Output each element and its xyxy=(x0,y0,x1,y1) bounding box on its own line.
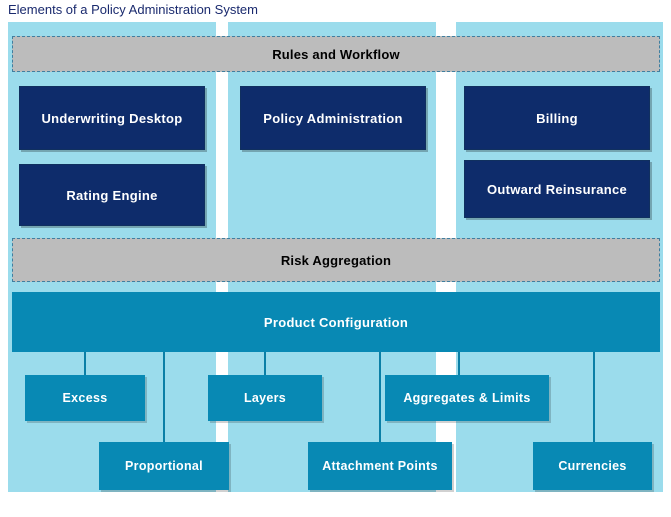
box-proportional[interactable]: Proportional xyxy=(99,442,229,490)
band-rules-and-workflow[interactable]: Rules and Workflow xyxy=(12,36,660,72)
connector-product-configuration-to-excess xyxy=(84,352,86,376)
box-aggregates-limits[interactable]: Aggregates & Limits xyxy=(385,375,549,421)
box-underwriting-desktop[interactable]: Underwriting Desktop xyxy=(19,86,205,150)
box-currencies[interactable]: Currencies xyxy=(533,442,652,490)
connector-product-configuration-to-aggregates-limits xyxy=(458,352,460,376)
connector-product-configuration-to-attachment-points xyxy=(379,352,381,443)
box-rating-engine[interactable]: Rating Engine xyxy=(19,164,205,226)
connector-product-configuration-to-layers xyxy=(264,352,266,376)
connector-product-configuration-to-currencies xyxy=(593,352,595,443)
box-layers[interactable]: Layers xyxy=(208,375,322,421)
box-policy-administration[interactable]: Policy Administration xyxy=(240,86,426,150)
box-excess[interactable]: Excess xyxy=(25,375,145,421)
diagram-title: Elements of a Policy Administration Syst… xyxy=(8,2,258,17)
box-billing[interactable]: Billing xyxy=(464,86,650,150)
box-attachment-points[interactable]: Attachment Points xyxy=(308,442,452,490)
box-outward-reinsurance[interactable]: Outward Reinsurance xyxy=(464,160,650,218)
bar-product-configuration[interactable]: Product Configuration xyxy=(12,292,660,352)
connector-product-configuration-to-proportional xyxy=(163,352,165,443)
band-risk-aggregation[interactable]: Risk Aggregation xyxy=(12,238,660,282)
